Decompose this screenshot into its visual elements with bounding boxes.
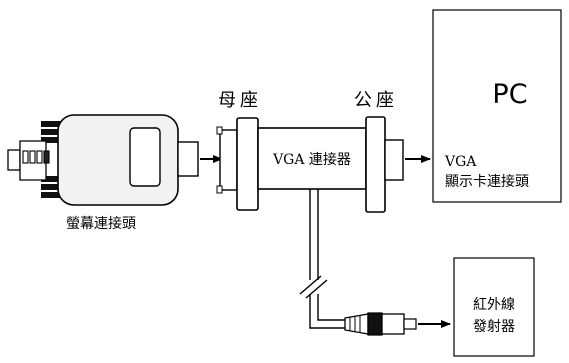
pc-box: PC — [432, 9, 562, 203]
display-card-label-line2: 顯示卡連接頭 — [445, 173, 529, 190]
vga-monitor-plug-icon — [7, 114, 199, 206]
male-label: 公座 — [354, 90, 398, 111]
ir-cable — [304, 189, 345, 329]
ir-emitter-box — [453, 257, 535, 357]
female-label: 母座 — [218, 90, 262, 111]
vga-male-socket-icon — [365, 116, 404, 213]
ir-plug-icon — [344, 312, 417, 336]
pc-box-outline — [432, 9, 562, 203]
vga-female-socket-icon — [216, 117, 259, 211]
adapter-label: VGA 連接器 — [272, 151, 351, 168]
pc-label: PC — [492, 79, 527, 110]
monitor-connector-label: 螢幕連接頭 — [66, 215, 136, 232]
cable-break-icon — [299, 275, 328, 299]
ir-label-line1: 紅外線 — [473, 297, 515, 313]
ir-label-line2: 發射器 — [473, 319, 515, 335]
display-card-label-line1: VGA — [444, 154, 477, 170]
vga-adapter-body — [257, 127, 367, 190]
